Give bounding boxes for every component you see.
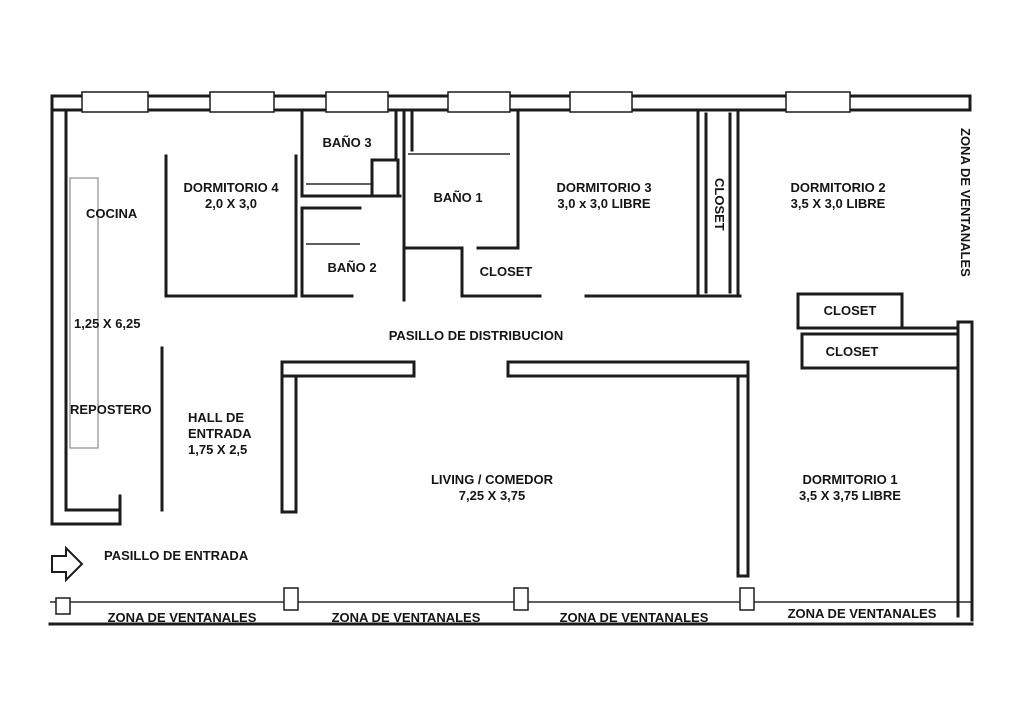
ventanales-label-4: ZONA DE VENTANALES bbox=[787, 606, 937, 621]
dormitorio-2-closet-walls bbox=[796, 292, 974, 370]
top-windows bbox=[81, 91, 851, 113]
dormitorio-3-walls bbox=[584, 108, 742, 298]
exterior-walls bbox=[48, 94, 974, 626]
dormitorio-2-name: DORMITORIO 2 bbox=[790, 180, 886, 195]
closet-dormitorio-3-label: CLOSET bbox=[479, 264, 533, 279]
pasillo-entrada-label: PASILLO DE ENTRADA bbox=[104, 548, 249, 563]
ventanales-label-1: ZONA DE VENTANALES bbox=[107, 610, 257, 625]
cocina-label: COCINA bbox=[86, 206, 138, 221]
dormitorio-4-dims: 2,0 X 3,0 bbox=[204, 196, 258, 211]
bano-1-label: BAÑO 1 bbox=[433, 190, 483, 205]
living-name: LIVING / COMEDOR bbox=[430, 472, 554, 487]
hall-label: HALL DE ENTRADA 1,75 X 2,5 bbox=[188, 410, 252, 458]
dormitorio-2-label: DORMITORIO 2 3,5 X 3,0 LIBRE bbox=[790, 180, 885, 212]
hall-dims: 1,75 X 2,5 bbox=[188, 442, 248, 457]
cocina-dims: 1,25 X 6,25 bbox=[74, 316, 141, 331]
dormitorio-4-walls bbox=[164, 154, 298, 298]
hall-line-2: ENTRADA bbox=[188, 426, 252, 441]
pasillo-distribucion-label: PASILLO DE DISTRIBUCION bbox=[388, 328, 564, 343]
ventanales-label-2: ZONA DE VENTANALES bbox=[331, 610, 481, 625]
dormitorio-3-closet-walls bbox=[460, 246, 542, 298]
kitchen-counter bbox=[69, 177, 164, 512]
closet-vertical-label: CLOSET bbox=[712, 178, 727, 231]
banos-2-3-walls bbox=[300, 108, 406, 302]
ventanales-right-label: ZONA DE VENTANALES bbox=[958, 128, 973, 277]
columns bbox=[55, 587, 755, 615]
hall-line-1: HALL DE bbox=[188, 410, 245, 425]
dormitorio-4-label: DORMITORIO 4 2,0 X 3,0 bbox=[183, 180, 278, 212]
closet-upper-label: CLOSET bbox=[823, 303, 877, 318]
entrance-arrow-icon bbox=[51, 545, 84, 583]
dormitorio-3-label: DORMITORIO 3 3,0 x 3,0 LIBRE bbox=[556, 180, 651, 212]
dormitorio-2-dims: 3,5 X 3,0 LIBRE bbox=[790, 196, 886, 211]
dormitorio-1-dims: 3,5 X 3,75 LIBRE bbox=[799, 488, 901, 503]
dormitorio-4-name: DORMITORIO 4 bbox=[183, 180, 279, 195]
dormitorio-1-name: DORMITORIO 1 bbox=[802, 472, 898, 487]
dormitorio-3-dims: 3,0 x 3,0 LIBRE bbox=[557, 196, 651, 211]
living-label: LIVING / COMEDOR 7,25 X 3,75 bbox=[431, 472, 553, 504]
repostero-label: REPOSTERO bbox=[70, 402, 152, 417]
living-walls bbox=[280, 360, 750, 578]
dormitorio-3-name: DORMITORIO 3 bbox=[556, 180, 652, 195]
dormitorio-1-label: DORMITORIO 1 3,5 X 3,75 LIBRE bbox=[799, 472, 901, 504]
living-dims: 7,25 X 3,75 bbox=[458, 488, 526, 503]
ventanales-label-3: ZONA DE VENTANALES bbox=[559, 610, 709, 625]
bano-1-walls bbox=[402, 108, 520, 250]
bano-3-label: BAÑO 3 bbox=[322, 135, 372, 150]
bano-2-label: BAÑO 2 bbox=[327, 260, 377, 275]
closet-lower-label: CLOSET bbox=[825, 344, 879, 359]
